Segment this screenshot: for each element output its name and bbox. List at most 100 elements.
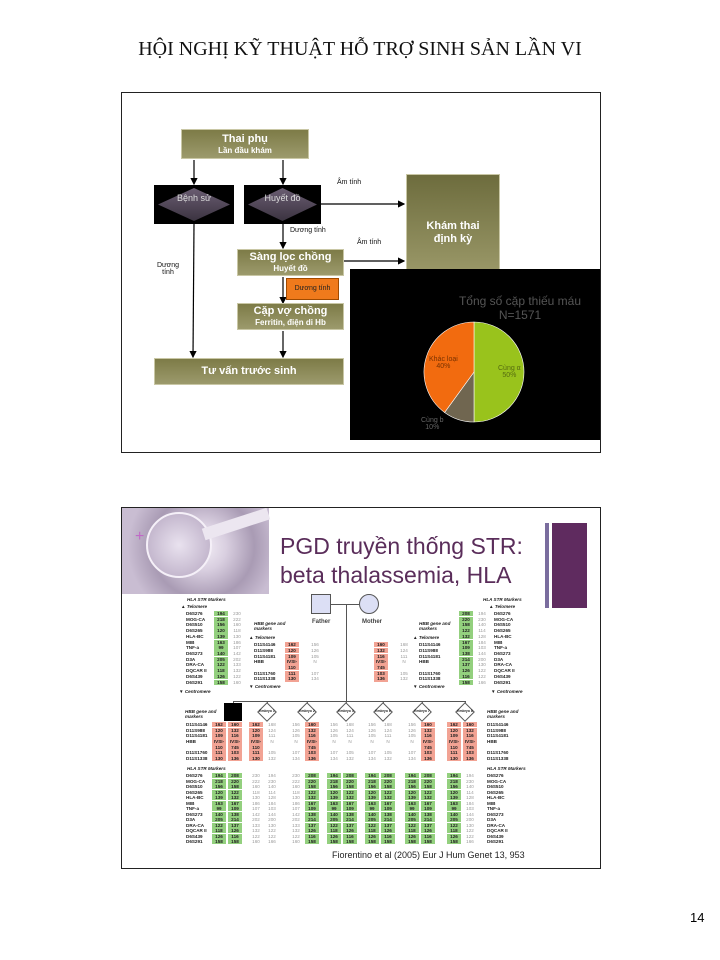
- allele-cell: 120: [249, 727, 263, 734]
- allele-cell: 132: [459, 633, 473, 640]
- embryo-label: Embryo 7: [414, 709, 430, 713]
- allele-cell: 132: [346, 755, 354, 761]
- allele-cell: 220: [305, 778, 319, 784]
- marker-name: D6S273: [186, 811, 203, 817]
- allele-cell: 200: [466, 817, 474, 822]
- marker-name: D6S276: [186, 611, 203, 616]
- pie-svg: [423, 321, 525, 423]
- marker-name: TNF-a: [186, 645, 200, 651]
- allele-cell: 103: [305, 750, 319, 756]
- marker-name: D6S265: [186, 789, 203, 795]
- marker-name: TNF-a: [487, 806, 501, 811]
- allele-cell: 128: [478, 633, 486, 639]
- allele-cell: 139: [405, 795, 419, 801]
- hbb-header: HBB gene and markers: [419, 621, 451, 631]
- allele-cell: 139: [327, 795, 341, 801]
- allele-cell: 167: [228, 800, 242, 806]
- allele-cell: 126: [365, 833, 379, 839]
- allele-cell: 166: [466, 839, 474, 844]
- allele-cell: 205: [365, 817, 379, 823]
- allele-cell: 156: [408, 722, 416, 727]
- allele-cell: 133: [292, 822, 300, 828]
- hbb-header: HBB gene and markers: [254, 621, 286, 631]
- allele-cell: 168: [268, 722, 276, 727]
- marker-name: MIB: [494, 639, 503, 645]
- hla-header: HLA STR Markers: [187, 766, 226, 771]
- allele-cell: 109: [381, 806, 395, 812]
- allele-cell: 158: [459, 622, 473, 628]
- allele-cell: 156: [327, 784, 341, 790]
- allele-cell: 160: [305, 722, 319, 728]
- allele-cell: 126: [408, 727, 416, 733]
- allele-cell: 122: [268, 828, 276, 833]
- allele-cell: 126: [228, 828, 242, 834]
- chart-subtitle: N=1571: [498, 308, 542, 322]
- allele-cell: 138: [381, 811, 395, 817]
- telomere-label: ▲ Telomere: [413, 635, 440, 640]
- allele-cell: 136: [463, 755, 477, 762]
- allele-cell: 222: [252, 778, 260, 784]
- allele-cell: IVSI-745: [305, 739, 319, 750]
- allele-cell: 184: [268, 800, 276, 806]
- marker-name: D3A: [487, 817, 497, 822]
- marker-name: HBB: [186, 739, 196, 745]
- allele-cell: 218: [212, 778, 226, 784]
- allele-cell: 194: [466, 773, 474, 778]
- allele-cell: 122: [478, 673, 486, 679]
- allele-cell: 163: [365, 800, 379, 806]
- allele-cell: 158: [343, 784, 357, 790]
- telomere-label: ▲ Telomere: [249, 635, 276, 640]
- marker-name: D11S4181: [254, 653, 276, 659]
- allele-cell: 136: [228, 755, 242, 762]
- allele-cell: 144: [466, 811, 474, 817]
- allele-cell: 134: [368, 755, 376, 761]
- allele-cell: 122: [327, 822, 341, 828]
- edge-label: Âm tính: [337, 179, 362, 186]
- marker-name: D11S1338: [254, 676, 276, 682]
- allele-cell: 126: [292, 727, 300, 733]
- marker-name: D6S510: [186, 622, 203, 628]
- marker-name: D6S273: [487, 811, 504, 817]
- allele-cell: 160: [252, 839, 260, 844]
- allele-cell: 162: [212, 722, 226, 728]
- allele-cell: 132: [384, 755, 392, 761]
- allele-cell: 160: [292, 839, 300, 844]
- allele-cell: 111: [249, 750, 263, 756]
- marker-name: D6S510: [494, 622, 511, 628]
- allele-cell: 202: [233, 656, 241, 662]
- allele-cell: 158: [228, 839, 242, 845]
- allele-cell: 120: [214, 628, 228, 634]
- accent-bar-thin: [545, 523, 549, 608]
- allele-cell: 130: [292, 795, 300, 800]
- allele-cell: 158: [421, 784, 435, 790]
- marker-name: D3A: [186, 656, 196, 662]
- marker-name: D11S1338: [419, 676, 441, 682]
- allele-cell: 214: [381, 817, 395, 823]
- allele-cell: 120: [285, 647, 299, 654]
- embryo-label: Embryo 2: [299, 709, 315, 713]
- allele-cell: 214: [459, 656, 473, 663]
- allele-cell: 142: [233, 651, 241, 657]
- allele-cell: 122: [466, 833, 474, 839]
- slide-flowchart: Thai phụ Lần đầu khám Bệnh sử Huyết đồ K…: [121, 92, 601, 453]
- allele-cell: 218: [405, 778, 419, 784]
- allele-cell: 194: [212, 773, 226, 779]
- allele-cell: N: [386, 739, 390, 745]
- allele-cell: 163: [214, 639, 228, 645]
- allele-cell: 167: [343, 800, 357, 806]
- allele-cell: 167: [381, 800, 395, 806]
- allele-cell: 140: [405, 811, 419, 817]
- allele-cell: 128: [268, 795, 276, 800]
- centromere-label: ▼ Centromere: [413, 684, 445, 689]
- allele-cell: 132: [228, 727, 242, 734]
- allele-cell: 140: [268, 784, 276, 789]
- node-sublabel: Ferritin, điện di Hb: [255, 317, 326, 327]
- allele-cell: 122: [305, 789, 319, 795]
- allele-cell: 230: [252, 773, 260, 778]
- allele-cell: 111: [346, 733, 354, 739]
- marker-name: HLA-BC: [186, 633, 204, 639]
- allele-cell: 122: [405, 822, 419, 828]
- allele-cell: 120: [447, 789, 461, 795]
